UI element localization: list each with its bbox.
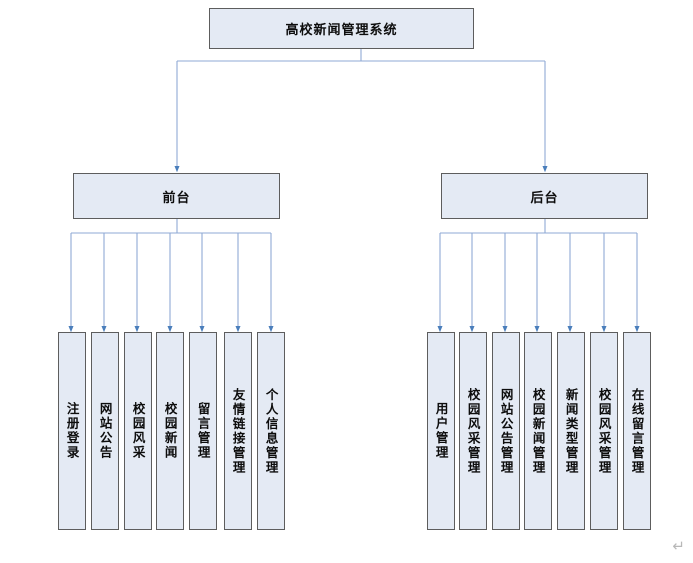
leaf-frontend-1[interactable]: 注册登录 xyxy=(58,332,86,530)
leaf-frontend-6[interactable]: 友情链接管理 xyxy=(224,332,252,530)
leaf-frontend-2[interactable]: 网站公告 xyxy=(91,332,119,530)
leaf-frontend-3-label: 校园风采 xyxy=(130,402,146,460)
leaf-frontend-5-label: 留言管理 xyxy=(195,402,211,460)
paragraph-mark-icon: ↵ xyxy=(672,537,685,555)
leaf-frontend-4[interactable]: 校园新闻 xyxy=(156,332,184,530)
leaf-frontend-1-label: 注册登录 xyxy=(64,402,80,460)
leaf-frontend-3[interactable]: 校园风采 xyxy=(124,332,152,530)
leaf-backend-4[interactable]: 校园新闻管理 xyxy=(524,332,552,530)
node-root-label: 高校新闻管理系统 xyxy=(285,23,398,38)
leaf-backend-6-label: 校园风采管理 xyxy=(596,387,612,475)
leaf-backend-7-label: 在线留言管理 xyxy=(629,387,645,475)
leaf-frontend-5[interactable]: 留言管理 xyxy=(189,332,217,530)
leaf-backend-5[interactable]: 新闻类型管理 xyxy=(557,332,585,530)
leaf-backend-6[interactable]: 校园风采管理 xyxy=(590,332,618,530)
leaf-backend-2-label: 校园风采管理 xyxy=(465,387,481,475)
leaf-frontend-7-label: 个人信息管理 xyxy=(263,387,279,475)
node-root[interactable]: 高校新闻管理系统 xyxy=(209,8,474,49)
leaf-backend-1-label: 用户管理 xyxy=(433,402,449,460)
leaf-backend-4-label: 校园新闻管理 xyxy=(530,387,546,475)
node-backend[interactable]: 后台 xyxy=(441,173,648,219)
leaf-backend-1[interactable]: 用户管理 xyxy=(427,332,455,530)
node-frontend[interactable]: 前台 xyxy=(73,173,280,219)
leaf-frontend-4-label: 校园新闻 xyxy=(162,402,178,460)
leaf-frontend-7[interactable]: 个人信息管理 xyxy=(257,332,285,530)
leaf-backend-7[interactable]: 在线留言管理 xyxy=(623,332,651,530)
leaf-backend-5-label: 新闻类型管理 xyxy=(563,387,579,475)
leaf-backend-3-label: 网站公告管理 xyxy=(498,387,514,475)
node-backend-label: 后台 xyxy=(530,190,559,206)
node-frontend-label: 前台 xyxy=(162,190,191,206)
leaf-frontend-2-label: 网站公告 xyxy=(97,402,113,460)
leaf-backend-3[interactable]: 网站公告管理 xyxy=(492,332,520,530)
leaf-backend-2[interactable]: 校园风采管理 xyxy=(459,332,487,530)
leaf-frontend-6-label: 友情链接管理 xyxy=(230,387,246,475)
